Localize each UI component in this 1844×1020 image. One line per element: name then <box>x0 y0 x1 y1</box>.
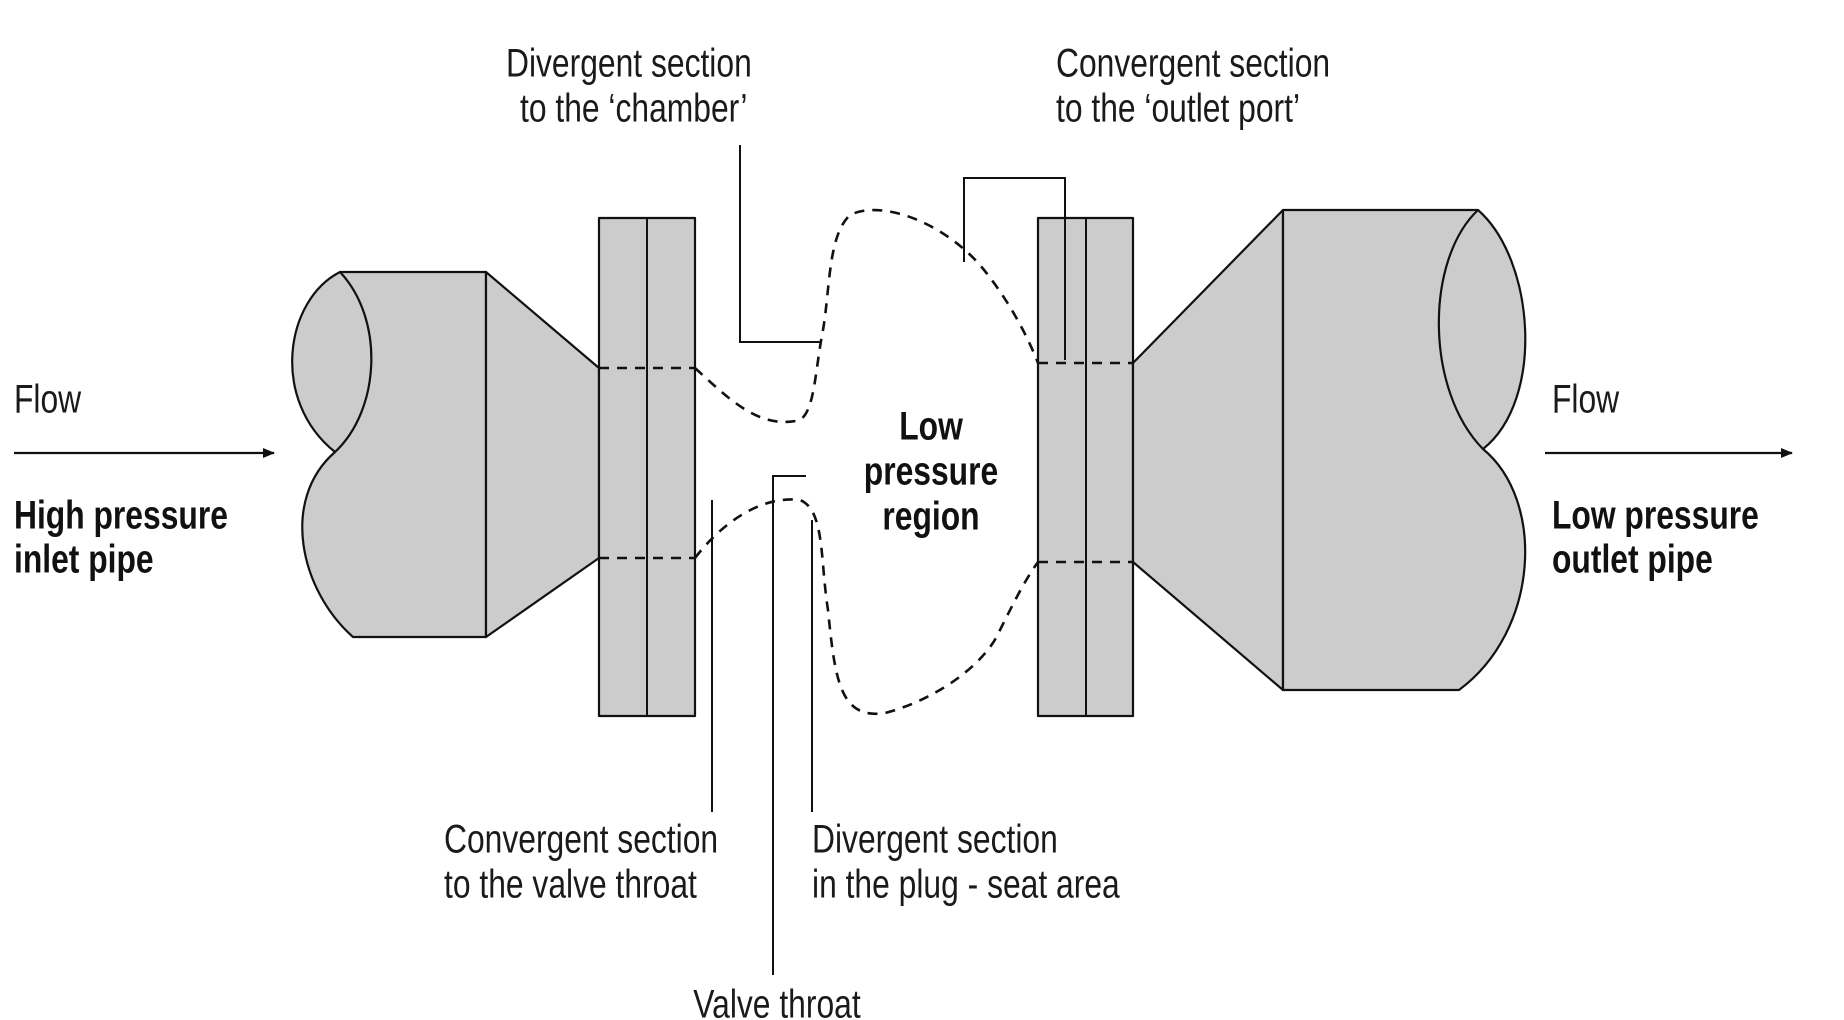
divergent-chamber-label-line1: Divergent section <box>506 40 752 85</box>
region-label-line2: pressure <box>864 448 998 493</box>
outlet-flange <box>1036 216 1135 718</box>
leader-lines <box>711 145 1066 975</box>
region-label-line1: Low <box>899 403 963 448</box>
flow-left-label: Flow <box>14 376 82 421</box>
convergent-outlet-label-line1: Convergent section <box>1056 40 1330 85</box>
inlet-pipe-end-curve <box>334 271 373 453</box>
valve-throat-label: Valve throat <box>693 981 860 1020</box>
divergent-plug-label-line1: Divergent section <box>812 816 1058 861</box>
inlet-label-line2: inlet pipe <box>14 536 154 581</box>
outlet-cone <box>1131 208 1285 692</box>
leader-valve-throat <box>772 475 806 975</box>
convergent-outlet-label-line2: to the ‘outlet port’ <box>1056 85 1300 130</box>
leader-divergent-chamber <box>739 145 820 343</box>
inlet-pipe <box>291 270 601 639</box>
flow-channel-dashed <box>693 208 1040 716</box>
outlet-label-line1: Low pressure <box>1552 492 1759 537</box>
inlet-label-line1: High pressure <box>14 492 228 537</box>
inlet-flange <box>597 216 697 718</box>
flow-channel-upper <box>694 208 1040 424</box>
inlet-cone <box>484 270 601 639</box>
convergent-throat-label-line1: Convergent section <box>444 816 718 861</box>
flow-channel-lower <box>693 498 1040 716</box>
inlet-pipe-body <box>291 270 488 639</box>
outlet-pipe-body <box>1281 208 1527 692</box>
outlet-pipe-end-curve <box>1437 209 1484 450</box>
convergent-throat-label-line2: to the valve throat <box>444 861 697 906</box>
divergent-plug-label-line2: in the plug - seat area <box>812 861 1121 906</box>
leader-convergent-outlet <box>963 177 1066 360</box>
outlet-pipe <box>1131 208 1527 692</box>
outlet-label-line2: outlet pipe <box>1552 536 1713 581</box>
divergent-chamber-label-line2: to the ‘chamber’ <box>520 85 748 130</box>
flow-right-label: Flow <box>1552 376 1620 421</box>
region-label-line3: region <box>882 493 979 538</box>
